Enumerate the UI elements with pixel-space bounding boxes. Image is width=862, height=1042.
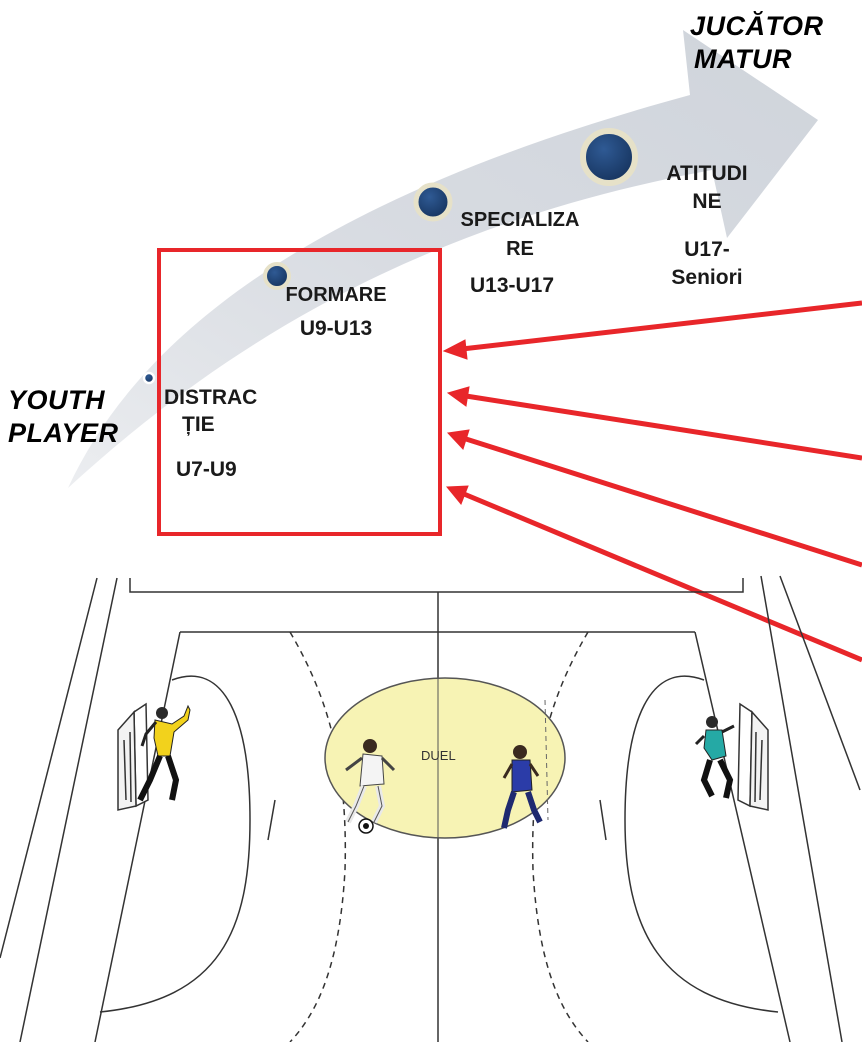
stage-specializare-age: U13-U17 <box>469 274 555 297</box>
court-outer-left-a <box>19 577 118 1042</box>
left-free-throw-line <box>289 631 347 1042</box>
duel-label: DUEL <box>421 748 456 763</box>
mature-line1: JUCĂTOR <box>690 11 824 41</box>
red-arrow-1 <box>461 300 862 352</box>
handball-court <box>0 575 861 1042</box>
stage-specializare-name-2: RE <box>506 238 534 260</box>
stage-atitudine-age-2: Seniori <box>671 266 743 289</box>
left-goal-area <box>99 675 251 1013</box>
red-arrow-4 <box>463 491 862 663</box>
white-player-icon <box>345 739 396 834</box>
stage-distractie: DISTRAC ȚIE U7-U9 <box>162 384 262 482</box>
field-right <box>694 631 791 1042</box>
right-goal-area <box>624 675 779 1013</box>
stage-atitudine: ATITUDI NE U17- Seniori <box>642 160 772 292</box>
stage-dots <box>142 128 638 385</box>
red-arrow-2 <box>465 393 862 461</box>
right-goalkeeper-icon <box>694 716 735 799</box>
stage-distractie-age: U7-U9 <box>176 458 237 481</box>
stage-atitudine-name-2: NE <box>692 190 722 213</box>
mature-line2: MATUR <box>694 44 792 74</box>
right-goal <box>737 702 769 811</box>
youth-line2: PLAYER <box>8 418 119 448</box>
stage-atitudine-age-1: U17- <box>684 238 730 261</box>
left-7m-mark <box>267 799 276 841</box>
field-left <box>94 631 181 1042</box>
highlight-box <box>157 248 442 536</box>
court-top-line <box>129 578 744 593</box>
stage-formare-age: U9-U13 <box>299 317 373 340</box>
stage-atitudine-name-1: ATITUDI <box>666 162 748 185</box>
court-outer-left-b <box>0 577 98 959</box>
youth-line1: YOUTH <box>8 385 105 415</box>
dot-distractie <box>142 371 156 385</box>
stage-specializare: SPECIALIZA RE U13-U17 <box>450 206 590 298</box>
stage-specializare-name-1: SPECIALIZA <box>460 209 580 231</box>
red-arrow-3 <box>465 436 862 568</box>
left-goalkeeper-icon <box>137 704 191 802</box>
duel-zone <box>324 677 566 839</box>
dot-formare <box>263 262 291 290</box>
stage-distractie-name-1: DISTRAC <box>164 386 258 409</box>
youth-player-label: YOUTH PLAYER <box>8 384 119 450</box>
court-outer-right-a <box>779 575 861 791</box>
stage-formare: FORMARE U9-U13 <box>276 282 396 341</box>
stage-formare-name: FORMARE <box>285 284 387 306</box>
left-goal <box>117 702 149 811</box>
court-outer-right-b <box>760 575 843 1042</box>
dot-atitudine <box>580 128 638 186</box>
blue-player-icon <box>501 745 543 829</box>
right-free-throw-line <box>531 631 589 1042</box>
red-arrows <box>442 300 862 663</box>
stage-distractie-name-2: ȚIE <box>182 413 215 436</box>
dot-specializare <box>413 182 453 222</box>
right-7m-mark <box>599 799 607 841</box>
mature-player-label: JUCĂTOR MATUR <box>690 10 824 76</box>
